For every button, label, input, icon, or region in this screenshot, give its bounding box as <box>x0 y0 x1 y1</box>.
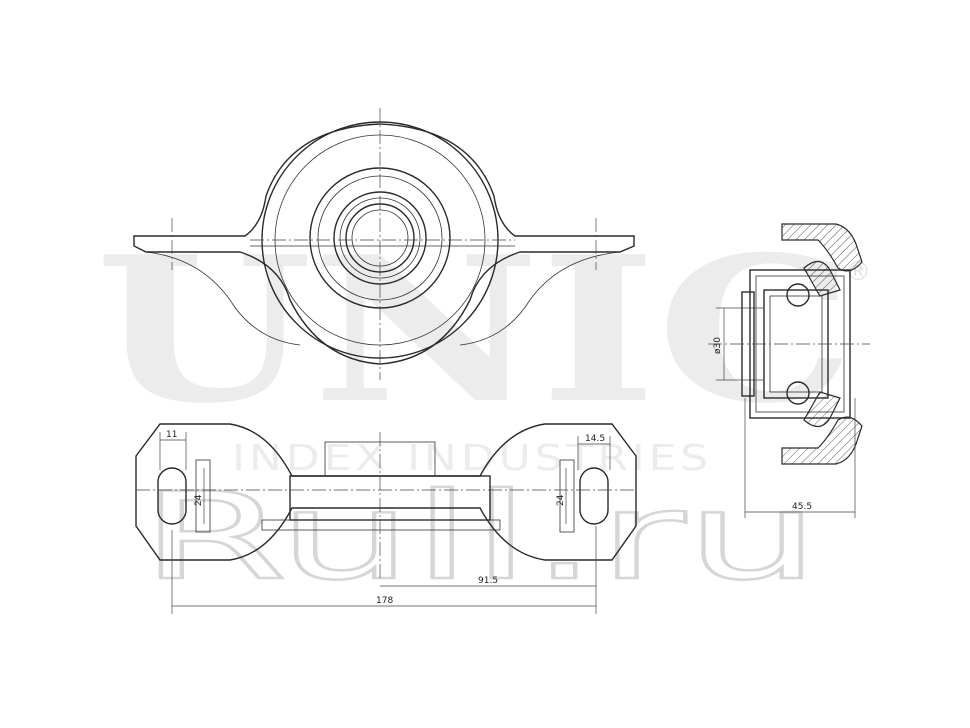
plan-view: 11 14.5 24 24 91.5 178 <box>135 423 637 614</box>
watermark-subtitle: INDEX INDUSTRIES <box>232 438 712 479</box>
dim-top-left-width: 11 <box>166 430 177 440</box>
dim-overall-length: 178 <box>376 596 393 606</box>
dim-top-right-width: 14.5 <box>585 434 605 444</box>
dim-center-offset: 91.5 <box>478 576 498 586</box>
dim-left-slot-height: 24 <box>194 494 204 506</box>
watermark-brand: UNIC <box>95 213 855 448</box>
dim-side-depth: 45.5 <box>792 502 812 512</box>
dim-right-slot-height: 24 <box>556 494 566 506</box>
dim-bore-diameter: ø30 <box>713 337 723 354</box>
front-view <box>133 108 635 380</box>
side-section-view: ø30 45.5 <box>708 223 870 518</box>
watermark: UNIC ® INDEX INDUSTRIES Rull.ru <box>95 213 871 608</box>
